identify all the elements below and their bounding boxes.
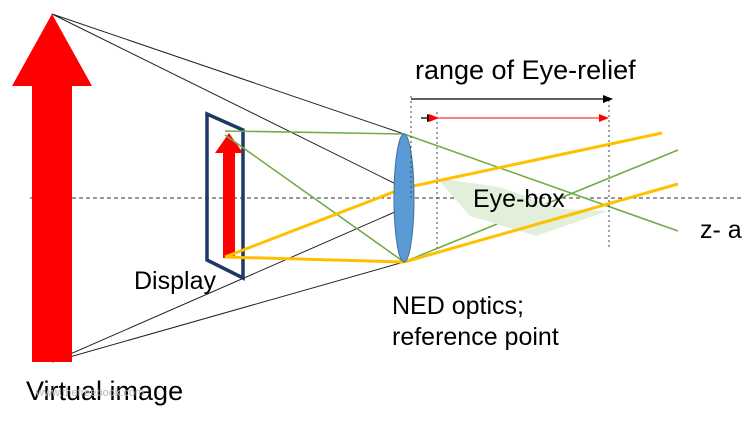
display-frame: [205, 111, 245, 281]
yellow-rays: [224, 131, 679, 264]
virtual-image-arrow: [12, 14, 92, 362]
display-label: Display: [134, 267, 216, 295]
lens: [393, 133, 415, 263]
reference-point-label: reference point: [392, 323, 559, 351]
range-of-eye-relief-label: range of Eye-relief: [415, 55, 636, 85]
eye-box-region: [437, 178, 608, 236]
ned-optics-label: NED optics;: [392, 292, 524, 320]
green-rays: [224, 130, 679, 263]
projection-lines: [51, 13, 405, 363]
eye-box-label: Eye-box: [473, 185, 565, 213]
display-arrow: [215, 133, 243, 258]
z-axis-label: z- a: [700, 216, 742, 244]
watermark: www.thefreebook.com: [36, 387, 145, 399]
reference-dotted-lines: [410, 96, 610, 248]
virtual-image-label: Virtual image: [26, 376, 184, 406]
